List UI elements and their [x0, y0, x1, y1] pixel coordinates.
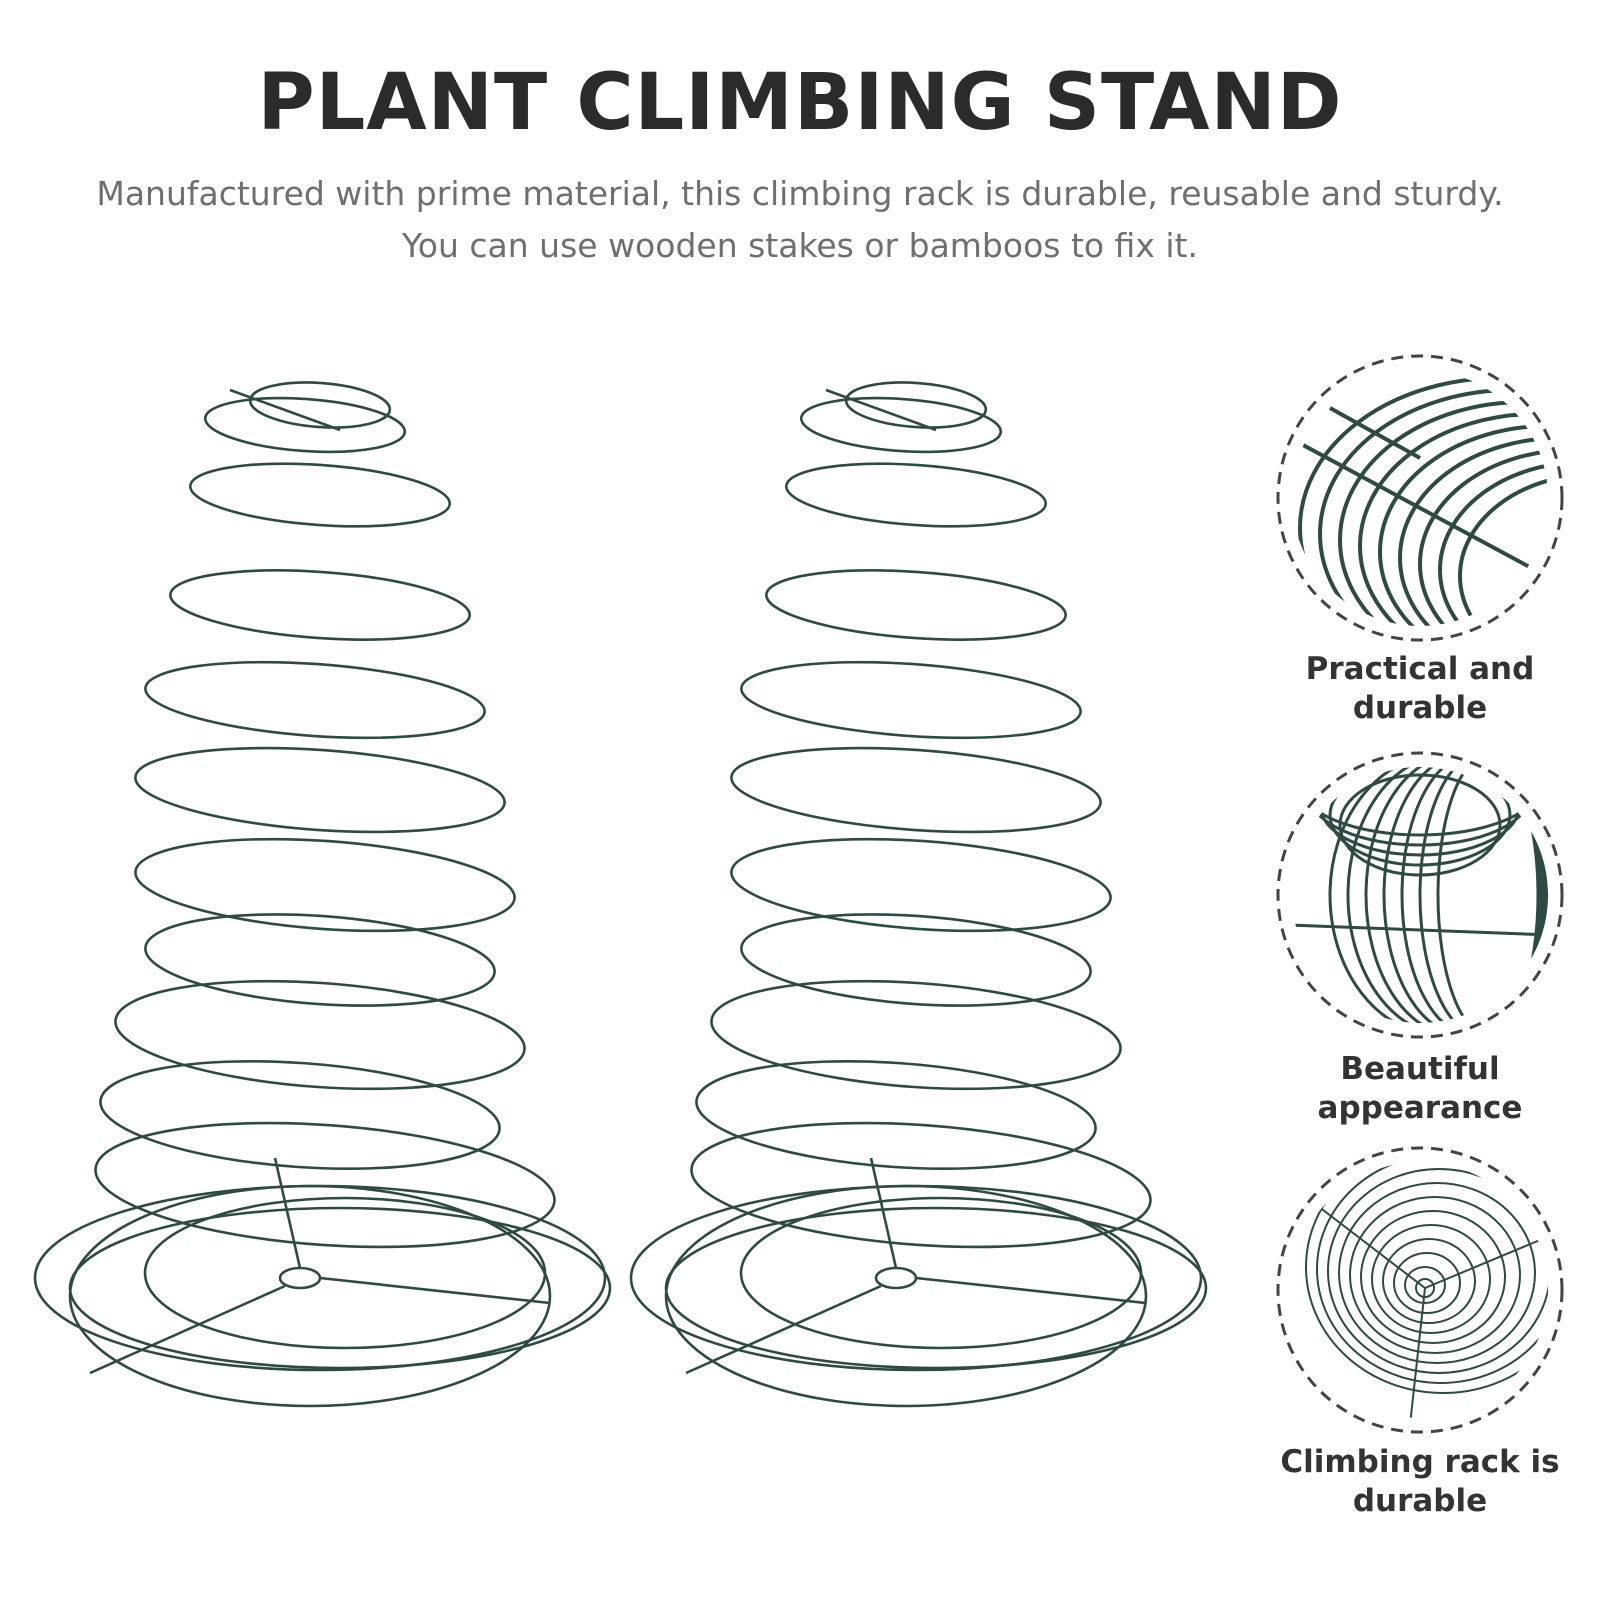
spiral-stand-right: [629, 381, 1208, 1408]
page-title: PLANT CLIMBING STAND: [257, 58, 1343, 148]
spiral-stand-left: [33, 381, 612, 1408]
feature-label-2: Beautiful appearance: [1317, 1051, 1523, 1126]
feature-label-3: Climbing rack is durable: [1280, 1444, 1560, 1519]
page-subtitle: Manufactured with prime material, this c…: [30, 168, 1570, 272]
detail-image-3: [1270, 1140, 1570, 1440]
detail-image-2: [1270, 745, 1570, 1045]
detail-image-1: [1270, 348, 1570, 648]
subtitle-line-1: Manufactured with prime material, this c…: [96, 174, 1504, 213]
product-image: [33, 381, 1208, 1408]
subtitle-line-2: You can use wooden stakes or bamboos to …: [402, 226, 1198, 265]
feature-label-1: Practical and durable: [1305, 651, 1535, 726]
